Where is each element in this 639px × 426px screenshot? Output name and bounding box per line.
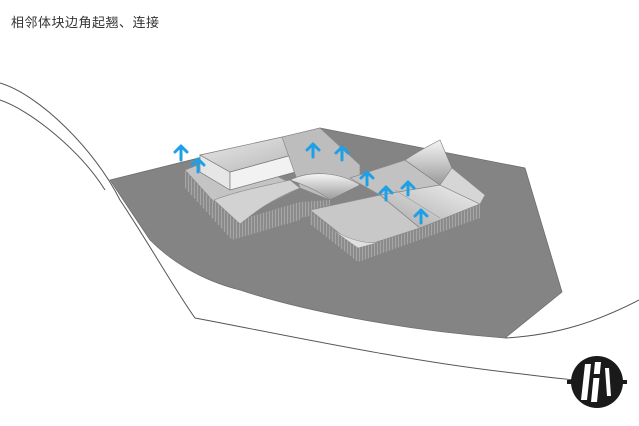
up-arrow-icon — [173, 144, 189, 162]
left-wing-facade — [214, 200, 240, 238]
left-block-right-facade — [232, 202, 300, 240]
road-edge-right — [504, 299, 639, 339]
up-arrow-icon — [400, 180, 416, 197]
up-arrow-icon — [413, 208, 429, 225]
right-block-right-facade — [358, 204, 480, 262]
up-arrow-icon — [305, 142, 321, 159]
up-arrow-icon — [190, 157, 206, 174]
right-block-roof-wing — [439, 167, 486, 205]
left-block-front-facade — [185, 170, 232, 240]
up-arrow-icon — [334, 145, 350, 162]
road-edge-lower — [0, 99, 106, 191]
road-edge-upper — [0, 82, 601, 383]
right-block-front-facade — [310, 210, 358, 262]
up-arrow-icon — [378, 185, 394, 202]
right-block-roof-curl — [329, 227, 381, 249]
diagram-caption: 相邻体块边角起翘、连接 — [11, 16, 160, 31]
middle-curl — [289, 173, 361, 201]
compass-icon — [567, 356, 627, 408]
right-block-roof-raised — [404, 139, 453, 186]
up-arrow-icon — [359, 170, 375, 187]
